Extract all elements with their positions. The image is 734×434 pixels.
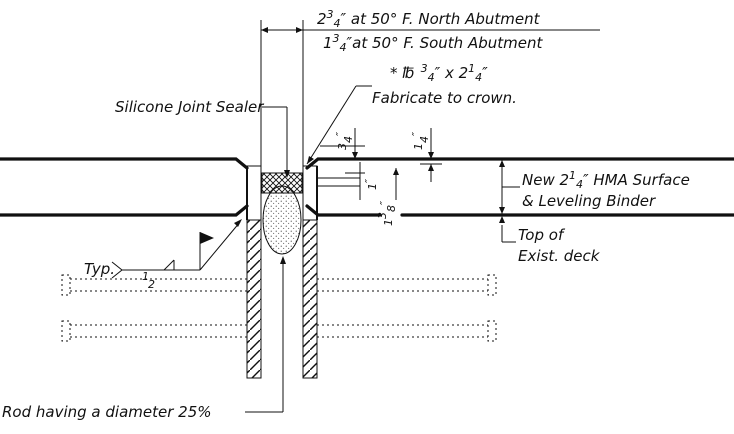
dim-three-quarter: [320, 128, 365, 174]
rebar-left-lower: [61, 320, 247, 342]
rebar-right-lower: [317, 320, 497, 342]
anchor-column-right: [302, 219, 318, 379]
weld-size-label: 12: [142, 270, 155, 291]
rebar-left-upper: [61, 274, 247, 296]
dim-one-inch-label: 1″: [363, 178, 379, 190]
slab-bottom-surface-left: [0, 204, 249, 217]
anchor-column-left: [246, 219, 262, 379]
weld-symbol: [111, 219, 242, 279]
joint-plate-left: [246, 165, 262, 221]
dim-three-quarter-label: 34″: [334, 131, 355, 150]
silicone-sealer-label: Silicone Joint Sealer: [115, 98, 264, 116]
south-abutment-label: 134″at 50° F. South Abutment: [323, 32, 543, 54]
rod-leader: [245, 256, 286, 413]
silicone-leader: [262, 106, 290, 178]
plate-leader: [306, 85, 372, 165]
typ-label: Typ.: [84, 260, 115, 278]
leveling-binder-label: & Leveling Binder: [522, 192, 656, 210]
dim-one-inch: [318, 162, 361, 200]
fabricate-note: Fabricate to crown.: [372, 89, 517, 107]
slab-top-surface-right: [305, 157, 734, 170]
hma-surface-label: New 214″ HMA Surface: [522, 169, 690, 191]
dim-one-three-eighths: [393, 168, 399, 200]
hma-depth-dimension: [499, 159, 520, 243]
top-of-label: Top of: [518, 226, 566, 244]
backer-rod: [262, 185, 302, 255]
dim-one-three-eighths-label: 138″: [376, 200, 398, 226]
exist-deck-label: Exist. deck: [518, 247, 601, 265]
dim-quarter-label: 14″: [410, 131, 431, 150]
slab-top-surface-left: [0, 157, 249, 170]
slab-bottom-surface-right: [305, 204, 734, 217]
north-abutment-label: 234″ at 50° F. North Abutment: [317, 8, 541, 30]
dim-quarter: [420, 128, 442, 182]
plate-label: * ℔34″ x 214″: [390, 62, 488, 84]
rod-label: Rod having a diameter 25%: [2, 403, 212, 421]
rebar-right-upper: [317, 274, 497, 296]
gap-dimension: [260, 20, 600, 166]
